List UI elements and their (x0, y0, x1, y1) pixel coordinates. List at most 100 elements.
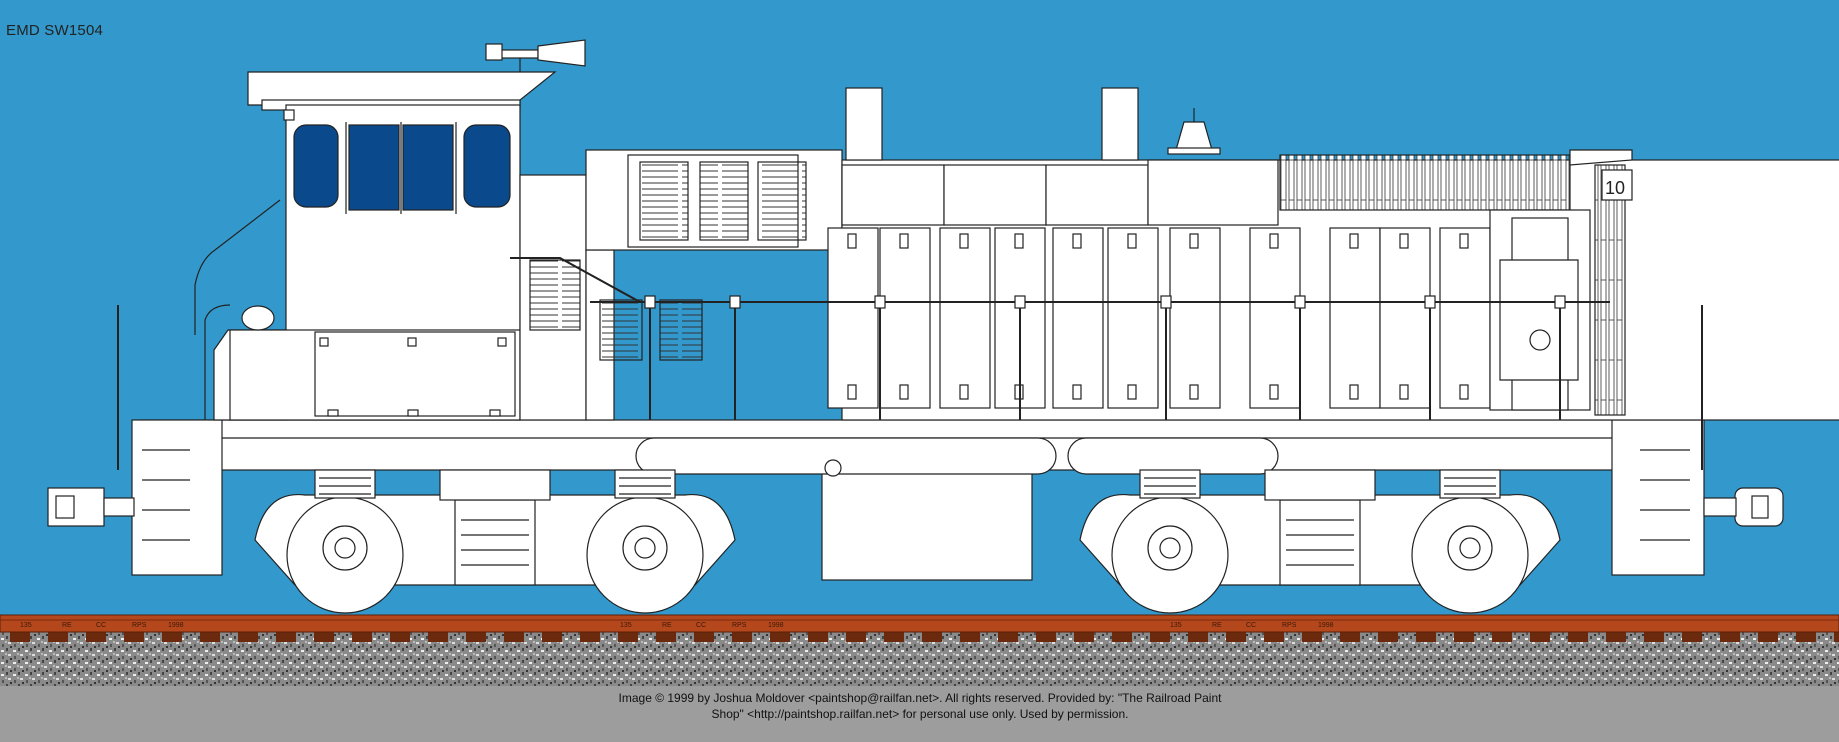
truck-assembly (254, 469, 736, 614)
hood-door (879, 227, 931, 409)
tie (884, 632, 904, 642)
model-title: EMD SW1504 (6, 22, 104, 39)
tie (998, 632, 1018, 642)
tie (200, 632, 220, 642)
hood-door (1439, 227, 1491, 409)
tie (922, 632, 942, 642)
tie (846, 632, 866, 642)
handrail-stanchions (644, 295, 1566, 420)
door-latch (1127, 233, 1137, 249)
door-latch (1349, 384, 1359, 400)
tie (1682, 632, 1702, 642)
tie (1226, 632, 1246, 642)
fuel-tank (821, 469, 1033, 581)
cab-window (402, 124, 454, 211)
front-pilot (1611, 419, 1705, 576)
stanchion-cap (1014, 295, 1026, 309)
tie (1378, 632, 1398, 642)
spring-pack (1439, 469, 1501, 499)
footer-bar (0, 686, 1839, 742)
tie (276, 632, 296, 642)
hood-door (1107, 227, 1159, 409)
tie (732, 632, 752, 642)
exhaust-stack (1101, 87, 1139, 161)
tie (1834, 632, 1839, 642)
axle-hub (1159, 537, 1181, 559)
door-latch (1269, 384, 1279, 400)
tie (1302, 632, 1322, 642)
tie (542, 632, 562, 642)
tie (960, 632, 980, 642)
radiator-grille (1279, 154, 1571, 211)
tie (618, 632, 638, 642)
cab-window (293, 124, 339, 208)
tie (1606, 632, 1626, 642)
rail-stamp-text: 135 (20, 622, 32, 629)
hood-doors (827, 227, 1491, 409)
rail-stamp-text: RPS (1282, 622, 1297, 629)
hood-door (1379, 227, 1431, 409)
tie (770, 632, 790, 642)
rail-stamp-text: RE (1212, 622, 1222, 629)
door-latch (1072, 384, 1082, 400)
door-latch (899, 384, 909, 400)
tie (580, 632, 600, 642)
tie (1036, 632, 1056, 642)
hood-door (1329, 227, 1381, 409)
rail-stamp-text: 135 (620, 622, 632, 629)
door-latch (1269, 233, 1279, 249)
rail (0, 614, 1839, 633)
tie (1416, 632, 1436, 642)
truck-center (1264, 469, 1376, 501)
horn (485, 39, 586, 72)
door-latch (1127, 384, 1137, 400)
tie (1074, 632, 1094, 642)
rail-stamp-text: 135 (1170, 622, 1182, 629)
tie (504, 632, 524, 642)
door-latch (1459, 233, 1469, 249)
rail-stamp-text: RPS (732, 622, 747, 629)
door-latch (847, 233, 857, 249)
image-credit: Image © 1999 by Joshua Moldover <paintsh… (590, 690, 1250, 722)
tie (1150, 632, 1170, 642)
hood-door (1249, 227, 1301, 409)
tie (1454, 632, 1474, 642)
rail-stamp-text: CC (1246, 622, 1256, 629)
rail-stamp-text: 1998 (168, 622, 184, 629)
door-latch (1189, 233, 1199, 249)
rail-stamp-text: CC (96, 622, 106, 629)
stanchion-cap (729, 295, 741, 309)
spring-pack (314, 469, 376, 499)
tie (352, 632, 372, 642)
exhaust-stack (845, 87, 883, 161)
tie (1112, 632, 1132, 642)
door-latch (1349, 233, 1359, 249)
spring-pack (614, 469, 676, 499)
ties (10, 632, 1839, 642)
tie (428, 632, 448, 642)
door-latch (1189, 384, 1199, 400)
tie (48, 632, 68, 642)
door-latch (959, 384, 969, 400)
tie (390, 632, 410, 642)
tie (1568, 632, 1588, 642)
axle-hub (334, 537, 356, 559)
door-latch (1072, 233, 1082, 249)
bell (1167, 108, 1221, 155)
front-coupler (1703, 487, 1784, 527)
spring-pack (1139, 469, 1201, 499)
cab-window (463, 124, 511, 208)
tie (694, 632, 714, 642)
tie (1720, 632, 1740, 642)
tie (1492, 632, 1512, 642)
truck-bolster (1279, 499, 1361, 586)
tie (162, 632, 182, 642)
hood-door (827, 227, 879, 409)
door-latch (1399, 233, 1409, 249)
rail-stamp-text: CC (696, 622, 706, 629)
rail-stamp-text: 1998 (768, 622, 784, 629)
stanchion-cap (644, 295, 656, 309)
truck-bolster (454, 499, 536, 586)
